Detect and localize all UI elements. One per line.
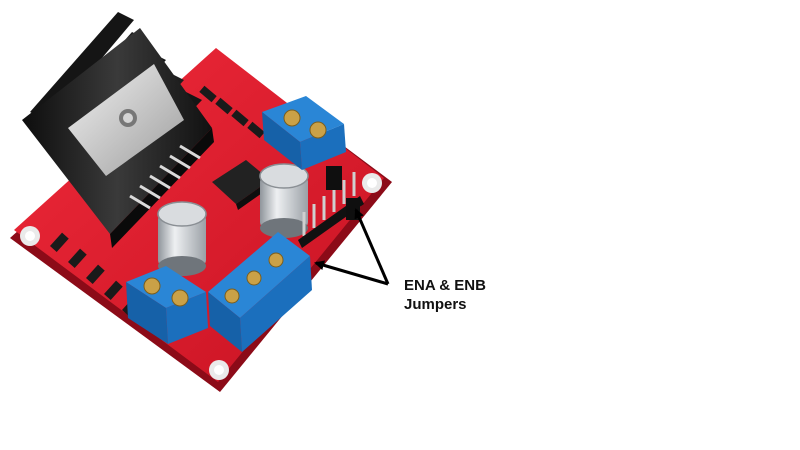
capacitor-icon [259, 163, 309, 238]
callout-label: ENA & ENB Jumpers [404, 276, 486, 314]
mounting-hole [209, 360, 229, 380]
screw-terminal-icon [126, 266, 208, 344]
callout-line-2: Jumpers [404, 296, 467, 313]
mounting-hole [20, 226, 40, 246]
callout-line-1: ENA & ENB [404, 277, 486, 294]
arrow-icon [314, 208, 390, 286]
capacitor-icon [157, 201, 207, 276]
screw-terminal-icon [208, 232, 312, 352]
screw-terminal-icon [262, 96, 346, 170]
mounting-hole [362, 173, 382, 193]
heatsink-icon [22, 12, 214, 248]
smd-diode-row-top [199, 85, 265, 139]
